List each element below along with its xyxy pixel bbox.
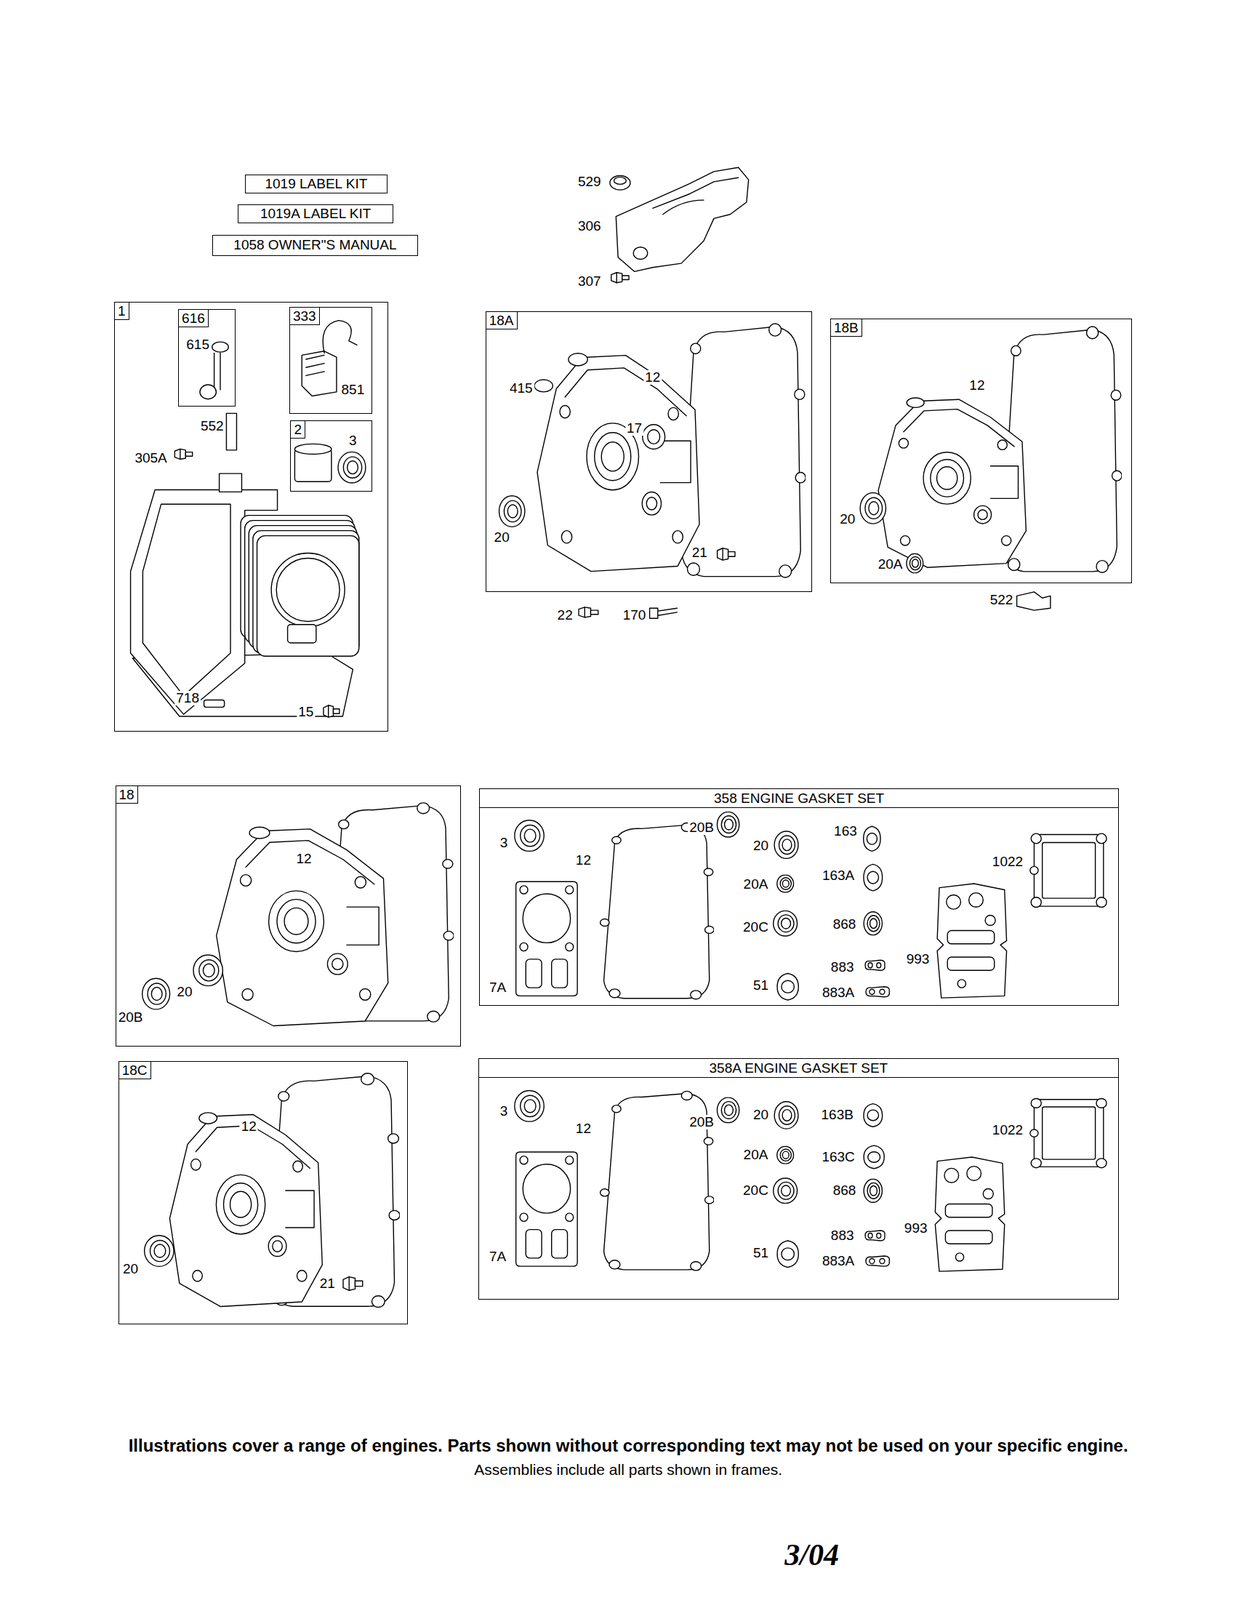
frame-number: 18C: [119, 1061, 152, 1079]
callout-number: 51: [751, 977, 770, 993]
callout-number: 20B: [687, 1114, 716, 1130]
callout-number: 12: [239, 1118, 259, 1134]
assembly-frame: 18: [115, 785, 462, 1047]
callout-number: 20A: [742, 1147, 770, 1162]
callout-number: 3: [347, 433, 359, 448]
callout-number: 718: [174, 690, 201, 706]
callout-number: 20: [175, 984, 194, 999]
callout-number: 3: [498, 1103, 510, 1119]
set-title: 358A ENGINE GASKET SET: [479, 1058, 1119, 1078]
callout-number: 20: [492, 529, 512, 545]
label-kit-box: 1019A LABEL KIT: [237, 204, 395, 224]
callout-number: 615: [184, 337, 211, 352]
date-code: 3/04: [782, 1537, 841, 1572]
callout-number: 20: [121, 1261, 140, 1276]
callout-number: 21: [690, 545, 709, 560]
callout-number: 12: [643, 370, 662, 385]
callout-number: 868: [831, 916, 858, 932]
callout-number: 20A: [876, 556, 905, 572]
frame-number: 2: [290, 420, 306, 439]
frame-number: 18A: [486, 311, 518, 330]
assembly-frame: 18C: [118, 1060, 408, 1324]
note: Illustrations cover a range of engines. …: [127, 1435, 1130, 1456]
callout-number: 552: [199, 418, 226, 434]
callout-number: 163B: [820, 1107, 855, 1122]
callout-number: 307: [576, 274, 603, 289]
sub-assembly-frame: 2: [290, 420, 372, 492]
label-kit-box: 1058 OWNER"S MANUAL: [212, 234, 419, 256]
callout-number: 529: [576, 174, 603, 190]
callout-number: 51: [751, 1245, 770, 1260]
callout-number: 851: [340, 382, 367, 397]
assembly-frame: 18B: [830, 318, 1132, 584]
callout-number: 1022: [990, 1122, 1025, 1138]
gasket-set-frame: 358 ENGINE GASKET SET: [479, 788, 1119, 1006]
box-label: 1019 LABEL KIT: [264, 175, 368, 192]
box-label: 1058 OWNER"S MANUAL: [233, 237, 397, 253]
callout-number: 12: [294, 851, 313, 866]
frame-number: 18: [116, 785, 139, 804]
callout-number: 883A: [820, 985, 856, 1000]
assembly-frame: 1 616 333 2: [114, 301, 389, 732]
callout-number: 22: [556, 607, 575, 623]
callout-number: 7A: [487, 980, 508, 995]
label-kit-box: 1019 LABEL KIT: [245, 174, 388, 194]
callout-number: 305A: [133, 450, 168, 466]
box-label: 1019A LABEL KIT: [260, 205, 371, 222]
callout-number: 12: [967, 378, 986, 393]
callout-number: 15: [296, 704, 315, 720]
callout-number: 522: [988, 592, 1015, 608]
callout-number: 1022: [990, 854, 1025, 869]
callout-number: 306: [576, 218, 603, 234]
callout-number: 883: [829, 959, 856, 975]
callout-number: 868: [831, 1182, 858, 1198]
sub-assembly-frame: 616: [178, 308, 236, 408]
callout-number: 993: [905, 951, 932, 967]
callout-number: 415: [508, 380, 535, 396]
sub-assembly-frame: 333: [289, 306, 373, 414]
callout-number: 993: [902, 1220, 930, 1236]
callout-number: 163: [832, 823, 859, 839]
frame-number: 333: [290, 307, 320, 325]
callout-number: 12: [574, 852, 593, 868]
callout-number: 7A: [487, 1248, 508, 1264]
callout-number: 20: [751, 1107, 770, 1122]
frame-number: 616: [178, 309, 209, 328]
callout-number: 3: [498, 835, 510, 850]
callout-number: 12: [574, 1121, 593, 1136]
callout-number: 20C: [741, 919, 770, 935]
callout-number: 163C: [820, 1149, 856, 1164]
gasket-set-frame: 358A ENGINE GASKET SET: [478, 1057, 1119, 1300]
callout-number: 17: [625, 420, 644, 436]
callout-number: 20B: [687, 820, 716, 835]
callout-number: 170: [621, 607, 648, 623]
frame-number: 18B: [830, 319, 863, 337]
callout-number: 20A: [742, 876, 770, 892]
callout-number: 20: [838, 511, 857, 527]
callout-number: 20B: [117, 1009, 145, 1025]
frame-number: 1: [114, 302, 130, 320]
set-title: 358 ENGINE GASKET SET: [479, 788, 1119, 808]
callout-number: 163A: [820, 868, 856, 883]
callout-number: 20C: [741, 1182, 770, 1198]
callout-number: 21: [318, 1275, 337, 1291]
callout-number: 883: [829, 1227, 856, 1243]
assembly-frame: 18A: [485, 311, 813, 592]
callout-number: 20: [751, 838, 770, 853]
callout-number: 883A: [820, 1253, 856, 1268]
note: Assemblies include all parts shown in fr…: [472, 1460, 784, 1479]
